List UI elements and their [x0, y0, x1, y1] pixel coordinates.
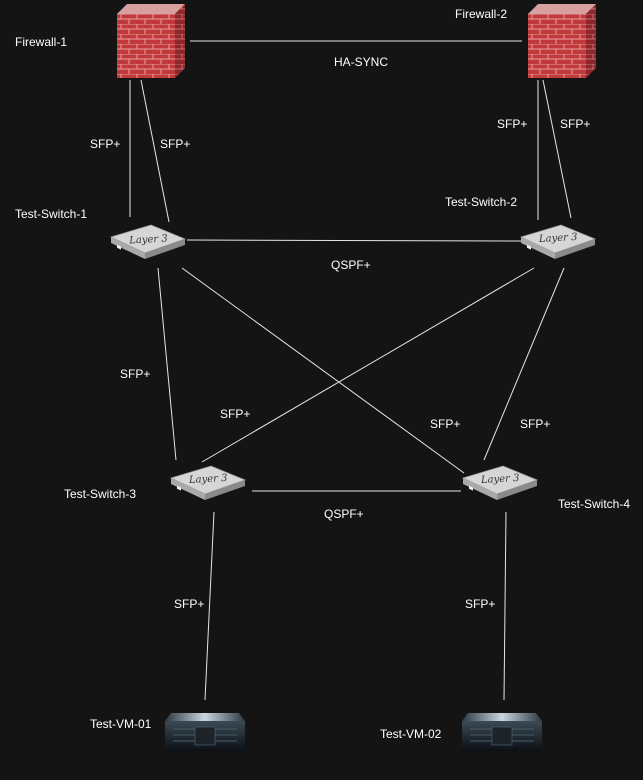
firewall-2[interactable] [528, 4, 596, 78]
test-switch-1-label: Test-Switch-1 [15, 207, 87, 221]
link-fw2-sw2-b [542, 79, 572, 219]
link-sw3-vm1 [204, 511, 215, 701]
label-fw1-sw1-b: SFP+ [160, 137, 190, 151]
test-switch-4-label: Test-Switch-4 [558, 497, 630, 511]
link-sw1-sw3 [157, 267, 177, 461]
link-sw1-sw2 [186, 239, 523, 242]
test-vm-02-label: Test-VM-02 [380, 727, 442, 741]
test-switch-1[interactable]: Layer 3 [110, 224, 186, 260]
firewall-1-label: Firewall-1 [15, 35, 67, 49]
link-sw1-sw4 [181, 267, 465, 474]
label-sw3-sw4: QSPF+ [324, 507, 364, 521]
switch-1-icon-text: Layer 3 [128, 233, 168, 246]
label-fw2-sw2-b: SFP+ [560, 117, 590, 131]
label-sw3-vm1: SFP+ [174, 597, 204, 611]
server-icon [164, 712, 246, 752]
test-vm-02[interactable] [461, 712, 543, 752]
label-fw1-sw1-a: SFP+ [90, 137, 120, 151]
link-sw2-sw4 [483, 267, 565, 461]
test-switch-2[interactable]: Layer 3 [520, 224, 596, 260]
firewall-2-label: Firewall-2 [455, 7, 507, 21]
switch-4-icon-text: Layer 3 [480, 473, 520, 486]
label-ha-sync: HA-SYNC [334, 55, 388, 69]
test-switch-3-label: Test-Switch-3 [64, 487, 136, 501]
label-sw2-sw3: SFP+ [220, 407, 250, 421]
brick-firewall-icon [528, 4, 596, 78]
server-icon [461, 712, 543, 752]
link-sw2-sw3 [201, 267, 535, 463]
label-sw1-sw3: SFP+ [120, 367, 150, 381]
firewall-1[interactable] [117, 4, 185, 78]
test-switch-2-label: Test-Switch-2 [445, 195, 517, 209]
link-fw1-sw1-b [140, 79, 170, 223]
label-sw1-sw2: QSPF+ [331, 258, 371, 272]
label-fw2-sw2-a: SFP+ [497, 117, 527, 131]
label-sw2-sw4: SFP+ [520, 417, 550, 431]
switch-2-icon-text: Layer 3 [538, 232, 578, 245]
test-vm-01[interactable] [164, 712, 246, 752]
link-sw4-vm2 [503, 511, 507, 701]
test-switch-3[interactable]: Layer 3 [170, 465, 246, 501]
brick-firewall-icon [117, 4, 185, 78]
switch-3-icon-text: Layer 3 [188, 473, 228, 486]
label-sw1-sw4: SFP+ [430, 417, 460, 431]
test-vm-01-label: Test-VM-01 [90, 717, 152, 731]
test-switch-4[interactable]: Layer 3 [462, 465, 538, 501]
label-sw4-vm2: SFP+ [465, 597, 495, 611]
